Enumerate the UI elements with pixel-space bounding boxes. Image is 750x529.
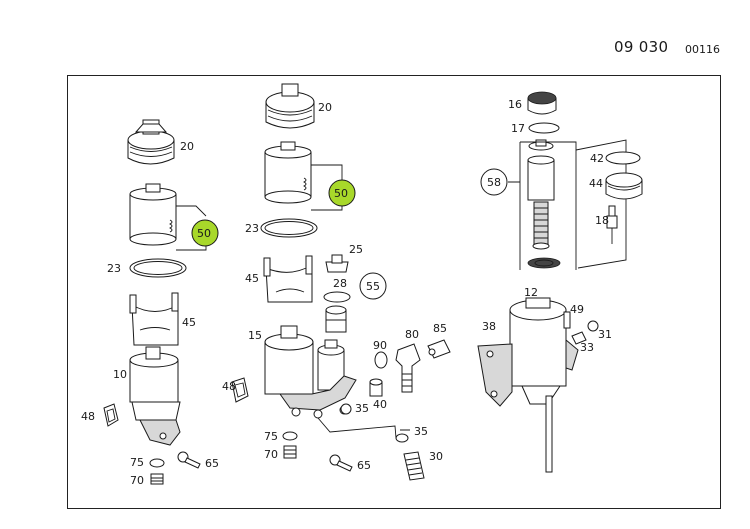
- part-washer-35b[interactable]: [395, 433, 409, 443]
- label-40: 40: [373, 398, 387, 411]
- part-cartridge[interactable]: [527, 155, 555, 250]
- part-cap-right[interactable]: [527, 91, 557, 115]
- label-12: 12: [524, 286, 538, 299]
- label-48-middle: 48: [222, 380, 236, 393]
- part-seal-ring-middle[interactable]: [260, 218, 318, 238]
- label-20-left: 20: [180, 140, 194, 153]
- part-bracket-middle[interactable]: [263, 255, 313, 303]
- part-washer-left[interactable]: [149, 458, 165, 468]
- part-main-housing[interactable]: [477, 297, 579, 473]
- label-35-b: 35: [414, 425, 428, 438]
- part-sensor[interactable]: [606, 205, 618, 244]
- label-90: 90: [373, 339, 387, 352]
- label-70-left: 70: [130, 474, 144, 487]
- part-seal-ring-left[interactable]: [129, 258, 187, 278]
- part-fitting-31[interactable]: [587, 320, 599, 332]
- part-cap-44[interactable]: [605, 172, 643, 200]
- part-valve-cap[interactable]: [325, 254, 349, 273]
- part-connector-85[interactable]: [427, 339, 451, 359]
- label-33: 33: [580, 341, 594, 354]
- label-45-middle: 45: [245, 272, 259, 285]
- callout-55[interactable]: [359, 272, 387, 300]
- part-valve-insert[interactable]: [528, 139, 554, 151]
- label-75-left: 75: [130, 456, 144, 469]
- label-50-middle: 50: [334, 187, 348, 200]
- label-50-left: 50: [197, 227, 211, 240]
- part-fitting-33[interactable]: [571, 331, 587, 345]
- diagram-ref: 00116: [685, 43, 720, 56]
- diagram-code: 09 030: [614, 38, 669, 56]
- part-washer-35a[interactable]: [340, 403, 352, 415]
- label-23-left: 23: [107, 262, 121, 275]
- label-31: 31: [598, 328, 612, 341]
- label-85: 85: [433, 322, 447, 335]
- label-42: 42: [590, 152, 604, 165]
- label-20-middle: 20: [318, 101, 332, 114]
- label-35-a: 35: [355, 402, 369, 415]
- part-washer-middle[interactable]: [282, 431, 298, 441]
- label-10: 10: [113, 368, 127, 381]
- part-plug-middle[interactable]: [283, 445, 297, 459]
- part-cap-middle[interactable]: [265, 83, 315, 129]
- label-30: 30: [429, 450, 443, 463]
- label-65-middle: 65: [357, 459, 371, 472]
- part-plug-40[interactable]: [369, 378, 383, 397]
- part-filter-housing-left[interactable]: [129, 346, 181, 446]
- label-75-middle: 75: [264, 430, 278, 443]
- part-cap-left[interactable]: [127, 119, 175, 165]
- diagram-frame: [67, 75, 721, 509]
- part-seal-right[interactable]: [527, 257, 561, 269]
- part-gasket-middle[interactable]: [231, 377, 249, 403]
- label-45-left: 45: [182, 316, 196, 329]
- part-o-ring-28[interactable]: [323, 291, 351, 303]
- label-28: 28: [333, 277, 347, 290]
- label-23-middle: 23: [245, 222, 259, 235]
- label-17: 17: [511, 122, 525, 135]
- part-bracket-left[interactable]: [129, 292, 179, 346]
- label-25: 25: [349, 243, 363, 256]
- label-48-left: 48: [81, 410, 95, 423]
- part-hose-fitting[interactable]: [395, 343, 421, 393]
- label-18: 18: [595, 214, 609, 227]
- callout-50-left[interactable]: [191, 219, 219, 247]
- label-49: 49: [570, 303, 584, 316]
- part-o-ring-90[interactable]: [374, 351, 388, 369]
- label-65-left: 65: [205, 457, 219, 470]
- label-38: 38: [482, 320, 496, 333]
- part-fitting-49[interactable]: [563, 311, 571, 329]
- part-filter-housing-middle[interactable]: [264, 325, 357, 419]
- part-threaded-pipe[interactable]: [403, 451, 425, 481]
- label-70-middle: 70: [264, 448, 278, 461]
- part-o-ring-17[interactable]: [528, 122, 560, 134]
- label-80: 80: [405, 328, 419, 341]
- label-15: 15: [248, 329, 262, 342]
- part-o-ring-42[interactable]: [605, 151, 641, 165]
- label-16: 16: [508, 98, 522, 111]
- part-filter-element-left[interactable]: [129, 183, 207, 251]
- label-55: 55: [366, 280, 380, 293]
- callout-50-middle[interactable]: [328, 179, 356, 207]
- label-58: 58: [487, 176, 501, 189]
- part-valve-sleeve[interactable]: [325, 305, 347, 333]
- part-bolt-middle[interactable]: [329, 454, 353, 472]
- part-gasket-left[interactable]: [103, 403, 119, 427]
- part-plug-left[interactable]: [150, 473, 164, 485]
- callout-58[interactable]: [480, 168, 508, 196]
- part-bolt-left[interactable]: [177, 451, 201, 469]
- part-filter-element-middle[interactable]: [264, 141, 343, 211]
- label-44: 44: [589, 177, 603, 190]
